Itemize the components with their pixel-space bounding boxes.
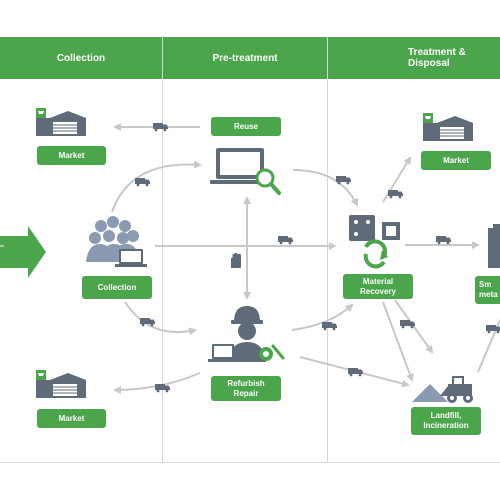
material-recovery-label: Material Recovery: [343, 274, 413, 299]
phone-icon: [233, 254, 241, 268]
arrow-material-to-landfill-1: [382, 301, 414, 382]
truck-icon: [155, 384, 170, 393]
market-right-text: Market: [443, 155, 469, 165]
bottom-border: [0, 462, 500, 463]
laptop-icon: [115, 249, 147, 267]
circuit-recycle-icon: [349, 215, 400, 269]
gear-wrench-icon: [259, 344, 285, 361]
truck-icon: [336, 176, 351, 185]
market-right-label: Market: [421, 151, 491, 170]
truck-icon: [322, 322, 337, 331]
header-collection-label: Collection: [56, 52, 106, 64]
market-top-left-label: Market: [37, 146, 106, 165]
entry-arrow-icon: [0, 226, 46, 278]
smelter-text-1: Sm: [479, 280, 492, 289]
refurbish-text-1: Refurbish: [227, 378, 265, 388]
reuse-label: Reuse: [211, 117, 281, 136]
material-recovery-text-1: Material: [362, 276, 394, 286]
truck-icon: [153, 123, 168, 132]
truck-icon: [400, 320, 415, 329]
smelter-label: Sm meta: [475, 276, 500, 304]
arrow-reuse-to-material: [292, 169, 358, 207]
truck-icon: [388, 190, 403, 199]
truck-icon: [135, 178, 150, 187]
arrow-refurbish-to-material: [291, 303, 354, 331]
laptop-magnifier-icon: [210, 148, 281, 195]
column-divider-1: [162, 37, 163, 462]
market-bottom-left-text: Market: [58, 413, 85, 423]
bulldozer-icon: [412, 376, 473, 403]
landfill-label: Landfill, Incineration: [411, 407, 481, 435]
market-top-left-text: Market: [58, 150, 85, 160]
arrow-collection-to-reuse: [111, 160, 202, 213]
truck-icon: [348, 368, 363, 377]
header-treatment: Treatment & Disposal: [328, 37, 500, 79]
header-treatment-label: Treatment & Disposal: [408, 47, 466, 69]
header-pretreatment: Pre-treatment: [163, 37, 327, 79]
reuse-text: Reuse: [233, 121, 258, 131]
material-recovery-text-2: Recovery: [359, 286, 397, 296]
landfill-text-2: Incineration: [423, 421, 469, 430]
collection-node-text: Collection: [97, 282, 137, 292]
store-icon: [35, 107, 87, 137]
landfill-text-1: Landfill,: [430, 411, 462, 420]
header-pretreatment-label: Pre-treatment: [212, 52, 278, 64]
store-icon: [422, 112, 474, 142]
smelter-icon: [488, 224, 500, 268]
arrow-collection-to-refurbish: [124, 301, 197, 336]
market-bottom-left-label: Market: [37, 409, 106, 428]
refurbish-text-2: Repair: [233, 388, 259, 398]
refurbish-label: Refurbish Repair: [211, 376, 281, 401]
worker-icon: [208, 306, 266, 362]
collection-node-label: Collection: [82, 276, 152, 299]
smelter-text-2: meta: [479, 290, 498, 299]
arrow-material-to-market-right: [382, 156, 412, 203]
truck-icon: [278, 236, 293, 245]
header-collection: Collection: [0, 37, 162, 79]
column-divider-2: [327, 37, 328, 462]
truck-icon: [436, 236, 451, 245]
store-icon: [35, 369, 87, 399]
